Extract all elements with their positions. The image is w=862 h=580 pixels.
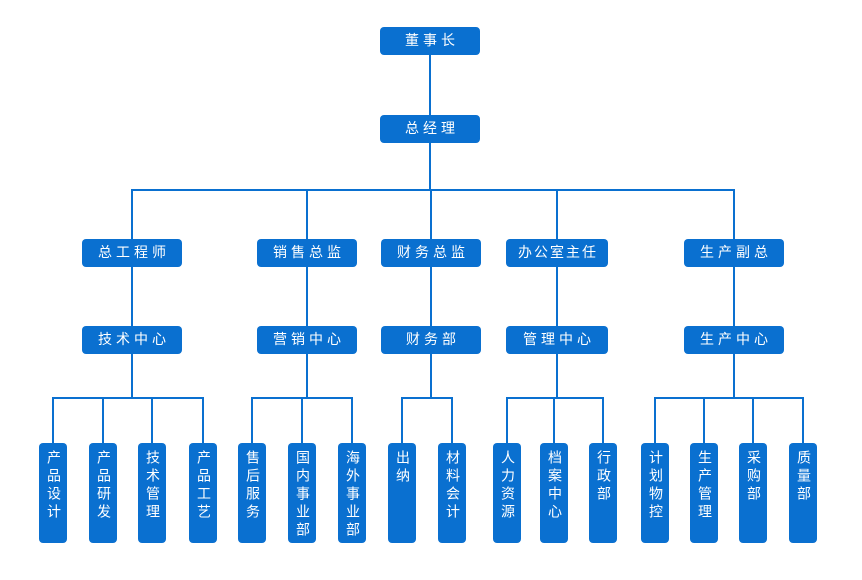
org-node-material-accounting: 材料会计: [438, 443, 466, 543]
org-node-chairman: 董事长: [380, 27, 480, 55]
org-node-purchasing-dept: 采购部: [739, 443, 767, 543]
connector-line: [251, 397, 253, 443]
connector-line: [654, 397, 804, 399]
org-node-admin-dept: 行政部: [589, 443, 617, 543]
org-node-management-center: 管理中心: [506, 326, 608, 354]
connector-line: [553, 397, 555, 443]
connector-line: [556, 189, 558, 239]
connector-line: [802, 397, 804, 443]
connector-line: [102, 397, 104, 443]
connector-line: [506, 397, 508, 443]
connector-line: [131, 354, 133, 399]
connector-line: [301, 397, 303, 443]
connector-line: [733, 354, 735, 399]
connector-line: [131, 189, 735, 191]
org-node-production-management: 生产管理: [690, 443, 718, 543]
org-node-human-resources: 人力资源: [493, 443, 521, 543]
org-node-product-design: 产品设计: [39, 443, 67, 543]
org-node-planning-material-control: 计划物控: [641, 443, 669, 543]
org-node-chief-engineer: 总工程师: [82, 239, 182, 267]
org-node-tech-center: 技术中心: [82, 326, 182, 354]
org-node-quality-dept: 质量部: [789, 443, 817, 543]
connector-line: [451, 397, 453, 443]
connector-line: [654, 397, 656, 443]
connector-line: [306, 354, 308, 399]
connector-line: [52, 397, 54, 443]
org-node-archive-center: 档案中心: [540, 443, 568, 543]
org-node-domestic-bu: 国内事业部: [288, 443, 316, 543]
org-node-production-vp: 生产副总: [684, 239, 784, 267]
connector-line: [733, 189, 735, 239]
org-node-tech-management: 技术管理: [138, 443, 166, 543]
connector-line: [602, 397, 604, 443]
connector-line: [401, 397, 453, 399]
connector-line: [430, 267, 432, 326]
org-node-general-manager: 总经理: [380, 115, 480, 143]
org-node-finance-dept: 财务部: [381, 326, 481, 354]
connector-line: [556, 354, 558, 399]
org-node-product-rnd: 产品研发: [89, 443, 117, 543]
connector-line: [131, 267, 133, 326]
org-node-product-craft: 产品工艺: [189, 443, 217, 543]
connector-line: [506, 397, 604, 399]
org-node-sales-director: 销售总监: [257, 239, 357, 267]
org-node-finance-director: 财务总监: [381, 239, 481, 267]
connector-line: [52, 397, 204, 399]
connector-line: [430, 189, 432, 239]
connector-line: [429, 55, 431, 115]
org-node-cashier: 出纳: [388, 443, 416, 543]
connector-line: [202, 397, 204, 443]
connector-line: [401, 397, 403, 443]
connector-line: [351, 397, 353, 443]
org-node-marketing-center: 营销中心: [257, 326, 357, 354]
connector-line: [733, 267, 735, 326]
connector-line: [306, 189, 308, 239]
connector-line: [306, 267, 308, 326]
org-node-overseas-bu: 海外事业部: [338, 443, 366, 543]
connector-line: [151, 397, 153, 443]
connector-line: [429, 143, 431, 190]
connector-line: [430, 354, 432, 399]
connector-line: [131, 189, 133, 239]
org-node-production-center: 生产中心: [684, 326, 784, 354]
connector-line: [703, 397, 705, 443]
org-node-after-sales: 售后服务: [238, 443, 266, 543]
connector-line: [556, 267, 558, 326]
org-node-office-director: 办公室主任: [506, 239, 608, 267]
connector-line: [752, 397, 754, 443]
